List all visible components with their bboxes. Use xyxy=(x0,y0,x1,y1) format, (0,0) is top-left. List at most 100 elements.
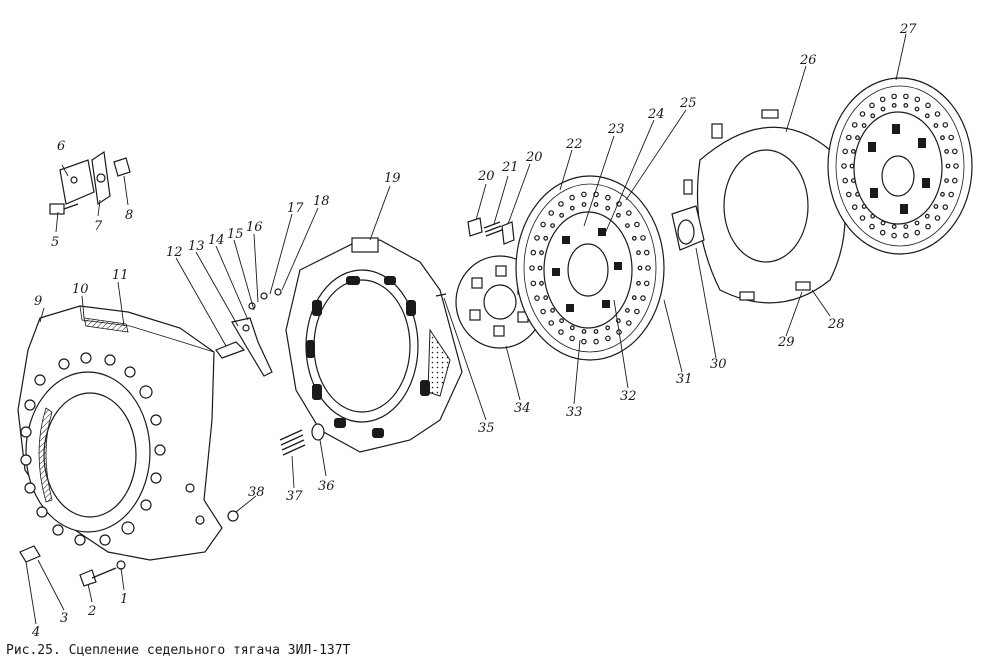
flywheel-housing xyxy=(17,305,223,561)
callout-6: 6 xyxy=(57,139,65,154)
callout-17: 17 xyxy=(287,201,304,216)
rivet-hole xyxy=(593,329,599,334)
rivet-hole xyxy=(870,113,876,119)
callout-33: 33 xyxy=(566,405,583,420)
leader-lines xyxy=(25,33,907,625)
callout-38: 38 xyxy=(248,485,265,500)
rivet-hole xyxy=(643,280,650,287)
rivet-hole xyxy=(569,205,575,211)
rivet-hole xyxy=(605,335,611,342)
rivet-hole xyxy=(859,215,866,221)
rivet-hole xyxy=(643,249,650,256)
rivet-hole xyxy=(924,113,930,119)
rivet-hole xyxy=(569,325,575,331)
callout-27: 27 xyxy=(899,22,917,37)
friction-disc-27 xyxy=(827,77,973,255)
callout-20b: 20 xyxy=(525,150,543,165)
rivet-hole xyxy=(534,235,540,241)
rivet-hole xyxy=(625,210,632,216)
rivet-hole xyxy=(548,210,555,216)
callout-30: 30 xyxy=(710,357,727,372)
rivet-hole xyxy=(851,204,858,210)
rivet-hole xyxy=(581,191,587,198)
callout-14: 14 xyxy=(208,233,225,248)
callout-4: 4 xyxy=(31,625,40,640)
callout-16: 16 xyxy=(246,220,263,235)
rivet-hole xyxy=(550,223,555,229)
rivet-hole xyxy=(891,232,897,239)
callout-23: 23 xyxy=(607,122,625,137)
rivet-hole xyxy=(640,235,646,241)
rivet-hole xyxy=(634,308,640,315)
rivet-hole xyxy=(550,308,555,313)
rivet-hole xyxy=(581,338,587,345)
callout-15: 15 xyxy=(227,227,244,242)
rivet-hole xyxy=(529,265,535,271)
rivet-hole xyxy=(842,177,849,184)
rivet-hole xyxy=(605,205,611,211)
callout-13: 13 xyxy=(188,239,205,254)
rivet-hole xyxy=(880,106,886,112)
callout-5: 5 xyxy=(51,235,59,250)
rivet-hole xyxy=(855,191,860,197)
rivet-hole xyxy=(914,106,920,112)
rivet-hole xyxy=(539,280,544,286)
rivet-hole xyxy=(934,111,941,117)
callout-21: 21 xyxy=(501,160,519,175)
figure-caption: Рис.25. Сцепление седельного тягача ЗИЛ-… xyxy=(6,643,351,658)
callout-32: 32 xyxy=(620,389,637,404)
rivet-hole xyxy=(625,308,630,313)
callout-8: 8 xyxy=(125,208,133,223)
rivet-hole xyxy=(593,338,599,345)
pressure-plate-26 xyxy=(671,109,846,304)
callout-labels: 1 2 3 4 5 6 7 8 9 10 11 12 13 14 15 16 1… xyxy=(31,22,917,640)
callout-1: 1 xyxy=(120,592,128,607)
rivet-hole xyxy=(933,204,939,209)
rivet-hole xyxy=(530,280,537,287)
rivet-hole xyxy=(880,220,886,226)
callout-31: 31 xyxy=(676,372,693,387)
callout-9: 9 xyxy=(34,294,42,309)
rivet-hole xyxy=(640,295,646,301)
fasteners-left xyxy=(19,150,239,587)
rivet-hole xyxy=(861,123,867,128)
rivet-hole xyxy=(944,178,949,184)
rivet-hole xyxy=(842,148,849,155)
rivet-hole xyxy=(925,102,931,109)
rivet-hole xyxy=(540,221,546,228)
rivet-hole xyxy=(903,232,909,239)
rivet-hole xyxy=(636,250,641,256)
rivet-hole xyxy=(855,135,860,141)
callout-3: 3 xyxy=(60,611,68,626)
rivet-hole xyxy=(945,163,951,169)
rivet-hole xyxy=(942,122,949,128)
callout-34: 34 xyxy=(514,401,531,416)
callout-29: 29 xyxy=(777,335,795,350)
rivet-hole xyxy=(569,194,575,201)
callout-19: 19 xyxy=(384,171,401,186)
rivet-hole xyxy=(944,148,949,154)
rivet-hole xyxy=(861,204,867,209)
rivet-hole xyxy=(625,320,632,326)
rivet-hole xyxy=(637,265,643,271)
rivet-hole xyxy=(543,235,549,241)
clutch-cover-19 xyxy=(285,237,463,453)
rivet-hole xyxy=(645,265,651,271)
callout-12: 12 xyxy=(166,245,183,260)
rivet-hole xyxy=(879,96,886,103)
rivet-hole xyxy=(925,223,931,230)
rivet-hole xyxy=(951,177,958,184)
rivet-hole xyxy=(581,202,587,207)
callout-25: 25 xyxy=(679,96,697,111)
rivet-hole xyxy=(851,178,856,184)
rivet-hole xyxy=(543,295,549,301)
rivet-hole xyxy=(845,134,852,141)
rivet-hole xyxy=(879,229,886,236)
callout-37: 37 xyxy=(286,489,303,504)
rivet-hole xyxy=(948,191,955,198)
rivet-hole xyxy=(559,212,564,218)
rivet-hole xyxy=(934,215,941,221)
rivet-hole xyxy=(636,280,641,286)
callout-20a: 20 xyxy=(477,169,495,184)
callout-36: 36 xyxy=(318,479,335,494)
